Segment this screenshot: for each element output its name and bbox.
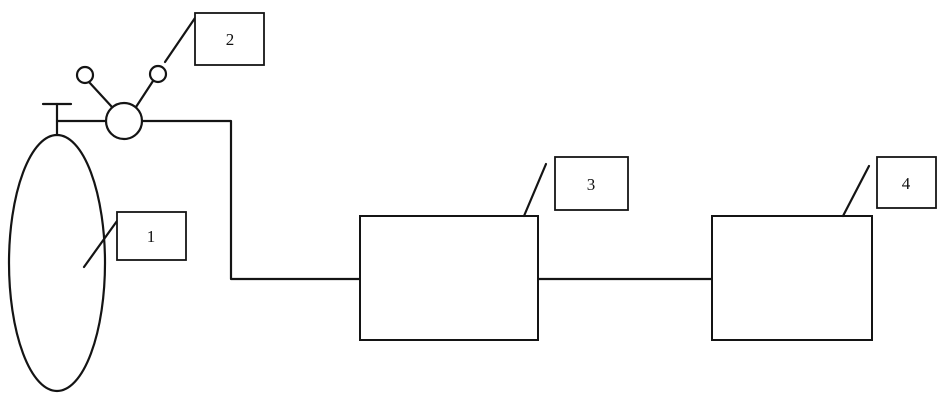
callout-3: 3: [554, 156, 629, 211]
right-gauge: [148, 64, 168, 84]
leader-line-4: [841, 164, 871, 218]
cylinder-body: [7, 133, 107, 393]
callout-1-label: 1: [147, 227, 156, 246]
left-gauge-stem: [87, 80, 114, 109]
device-3-box: [359, 215, 539, 341]
device-4-box: [711, 215, 873, 341]
gas-line-to-device-3: [140, 119, 362, 281]
regulator-body: [104, 101, 144, 141]
callout-1: 1: [116, 211, 187, 261]
leader-line-3: [522, 162, 548, 218]
callout-2: 2: [194, 12, 265, 66]
leader-line-1: [82, 219, 119, 269]
callout-4: 4: [876, 156, 937, 209]
leader-line-2: [163, 16, 197, 64]
left-gauge: [75, 65, 95, 85]
gas-cylinder: [7, 102, 108, 393]
callout-3-label: 3: [587, 175, 596, 194]
callout-4-label: 4: [902, 174, 911, 193]
pressure-regulator: [75, 64, 168, 141]
callout-2-label: 2: [226, 30, 235, 49]
right-gauge-stem: [134, 79, 155, 109]
